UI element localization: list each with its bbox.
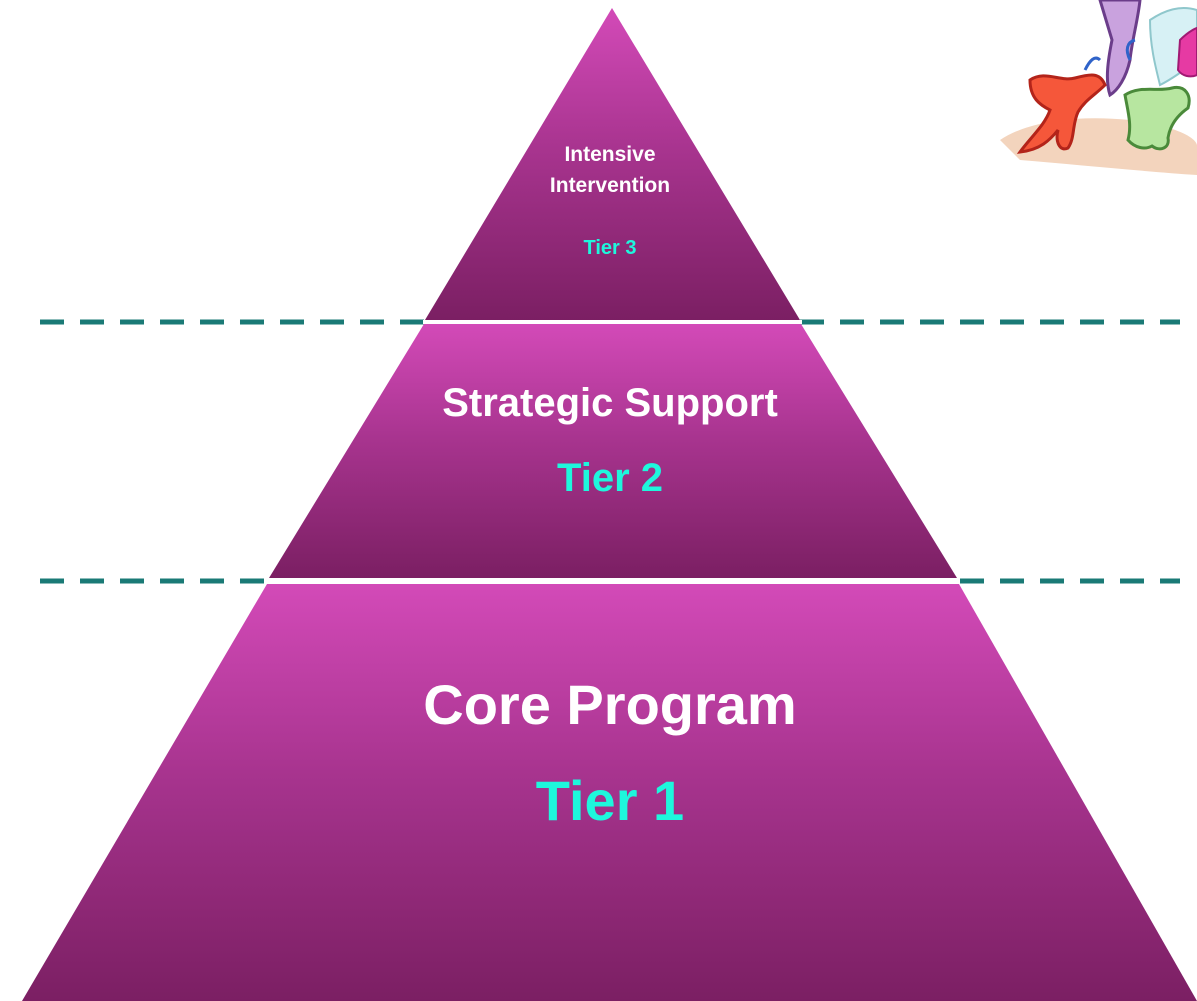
dancing-figures-clipart-icon (1000, 0, 1197, 175)
pyramid-tier-1 (22, 584, 1197, 1001)
pyramid-tier-3 (425, 8, 800, 320)
tier-3-title-line2: Intervention (549, 174, 671, 197)
tier-1-title: Core Program (423, 673, 797, 736)
tier-3-title: Intensive Intervention (470, 139, 750, 201)
tier-1-label: Tier 1 (535, 769, 685, 832)
tier-3-label: Tier 3 (583, 237, 637, 259)
tier-2-label: Tier 2 (557, 456, 663, 500)
tier-2-title: Strategic Support (442, 381, 778, 425)
pyramid-tier-2 (269, 324, 957, 578)
tier-3-title-line1: Intensive (564, 143, 656, 166)
